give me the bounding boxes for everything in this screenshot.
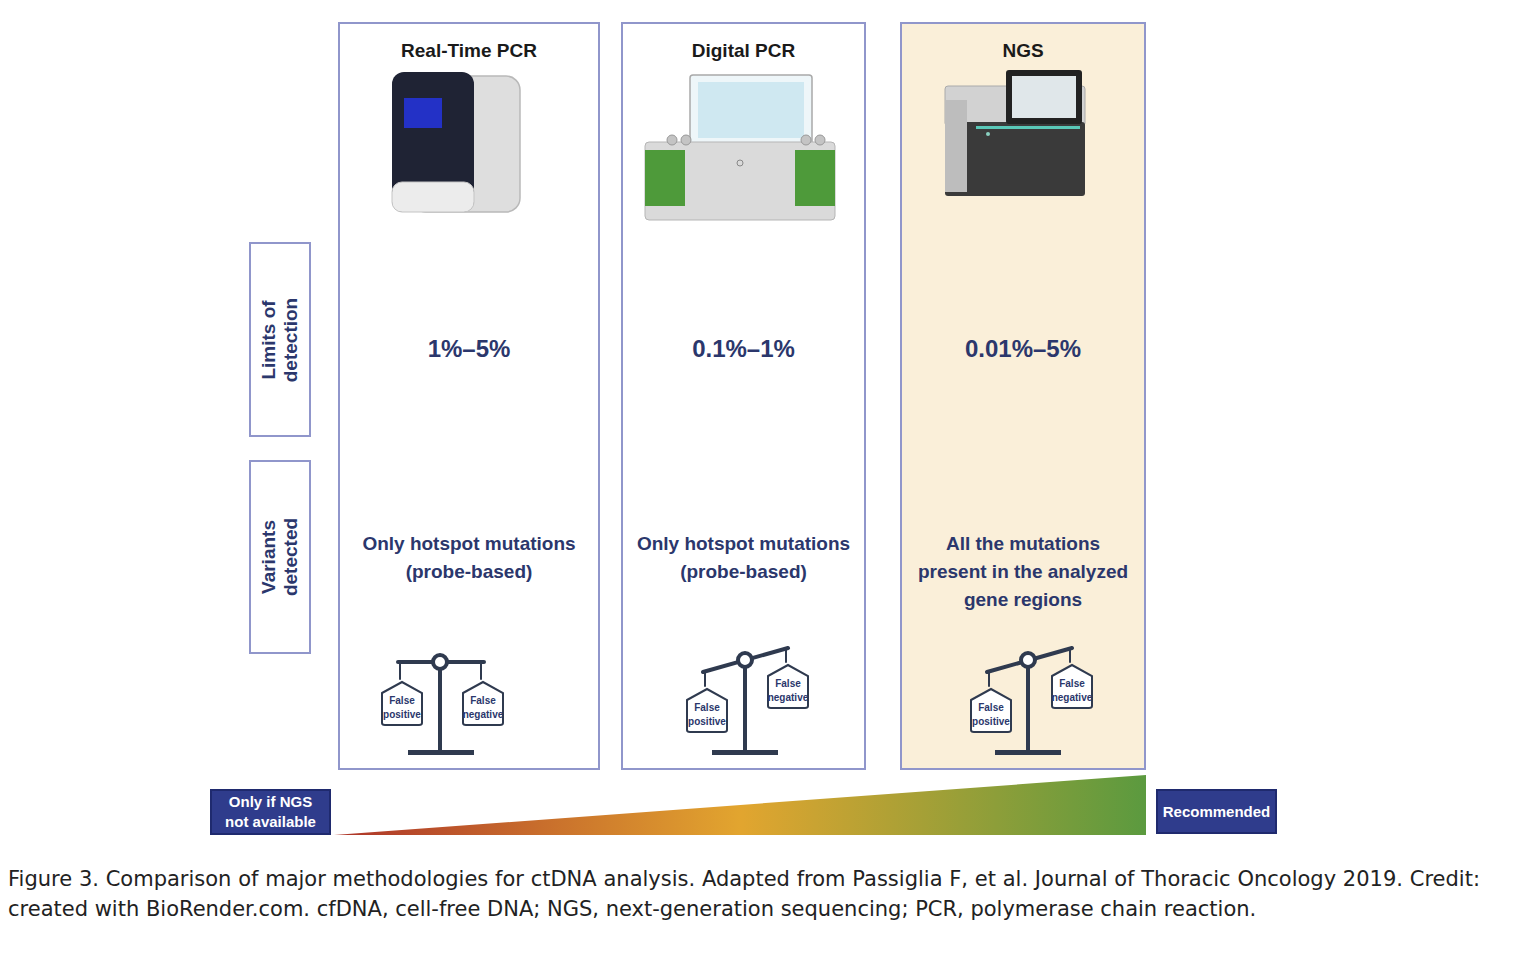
digital-pcr-device — [645, 75, 835, 220]
method-title: NGS — [910, 38, 1136, 64]
illustration-part — [392, 72, 474, 212]
illustration-part — [438, 662, 442, 750]
balance-weight: False positive — [967, 686, 1015, 734]
balance-weight: False positive — [378, 679, 426, 727]
row-label-box: Variants detected — [249, 460, 311, 654]
illustration-part — [392, 182, 474, 212]
highlight-fill — [900, 22, 1146, 770]
illustration-part — [480, 662, 482, 679]
illustration-part — [704, 672, 706, 686]
detection-limit: 0.01%–5% — [910, 333, 1136, 365]
figure-caption: Figure 3. Comparison of major methodolog… — [8, 864, 1480, 924]
recommendation-gradient — [334, 775, 1146, 835]
method-column: Digital PCR 0.1%–1% Only hotspot mutations… — [621, 22, 866, 770]
illustration-part — [1069, 649, 1071, 662]
method-title: Digital PCR — [631, 38, 856, 64]
illustration-part — [976, 126, 1080, 129]
weight-shape — [971, 689, 1011, 732]
illustration-part — [433, 655, 447, 669]
recommendation-box: Only if NGS not available — [210, 789, 331, 835]
weight-shape — [687, 689, 727, 732]
illustration-part — [645, 142, 835, 220]
illustration-part — [945, 100, 967, 192]
illustration-part — [712, 750, 778, 755]
variants-text: Only hotspot mutations (probe-based) — [348, 530, 590, 586]
node-label: False positive — [381, 694, 423, 722]
illustration-part — [738, 653, 752, 667]
row-label-box: Limits of detection — [249, 242, 311, 437]
node-label: False positive — [970, 701, 1012, 729]
method-column: NGS 0.01%–5% All the mutations present in … — [900, 22, 1146, 770]
balance-weight: False negative — [764, 662, 812, 710]
illustration-part — [1026, 660, 1030, 750]
illustration-part — [743, 660, 747, 750]
node-label: Variants detected — [258, 482, 302, 632]
illustration-part — [404, 98, 442, 128]
illustration-part — [1006, 70, 1082, 124]
ngs-device — [945, 70, 1085, 196]
weight-shape — [1052, 665, 1092, 708]
variants-text: All the mutations present in the analyze… — [910, 530, 1136, 614]
illustration-part — [815, 135, 825, 145]
balance-scale — [398, 648, 1072, 755]
weight-shape — [768, 665, 808, 708]
illustration-part — [399, 662, 401, 679]
illustration-part — [667, 135, 677, 145]
illustration-part — [408, 750, 474, 755]
weight-shape — [463, 682, 503, 725]
node-label: Limits of detection — [258, 265, 302, 415]
balance-weight: False negative — [1048, 662, 1096, 710]
illustration-part — [703, 648, 788, 672]
node-label: Only if NGS not available — [212, 792, 329, 832]
illustration-part — [690, 75, 812, 145]
method-column: Real-Time PCR 1%–5% Only hotspot mutations… — [338, 22, 600, 770]
illustration-part — [995, 750, 1061, 755]
illustration-part — [988, 672, 990, 686]
illustration-part — [795, 150, 835, 206]
node-label: False negative — [1051, 677, 1093, 705]
illustration-part — [681, 135, 691, 145]
node-label: False negative — [767, 677, 809, 705]
balance-weight: False negative — [459, 679, 507, 727]
illustration-part — [698, 82, 804, 138]
illustration-part — [986, 132, 990, 136]
illustration-part — [987, 648, 1072, 672]
node-label: False positive — [686, 701, 728, 729]
node-label: Recommended — [1159, 802, 1275, 822]
illustration-part — [801, 135, 811, 145]
illustration-part — [785, 649, 787, 662]
illustration-part — [645, 150, 685, 206]
method-title: Real-Time PCR — [348, 38, 590, 64]
variants-text: Only hotspot mutations (probe-based) — [631, 530, 856, 586]
realtime-pcr-device — [392, 72, 520, 212]
node-label: False negative — [462, 694, 504, 722]
detection-limit: 0.1%–1% — [631, 333, 856, 365]
recommendation-box: Recommended — [1156, 789, 1277, 834]
detection-limit: 1%–5% — [348, 333, 590, 365]
illustration-part — [1021, 653, 1035, 667]
illustration-part — [1012, 76, 1076, 118]
weight-shape — [382, 682, 422, 725]
illustration-part — [737, 160, 743, 166]
balance-weight: False positive — [683, 686, 731, 734]
